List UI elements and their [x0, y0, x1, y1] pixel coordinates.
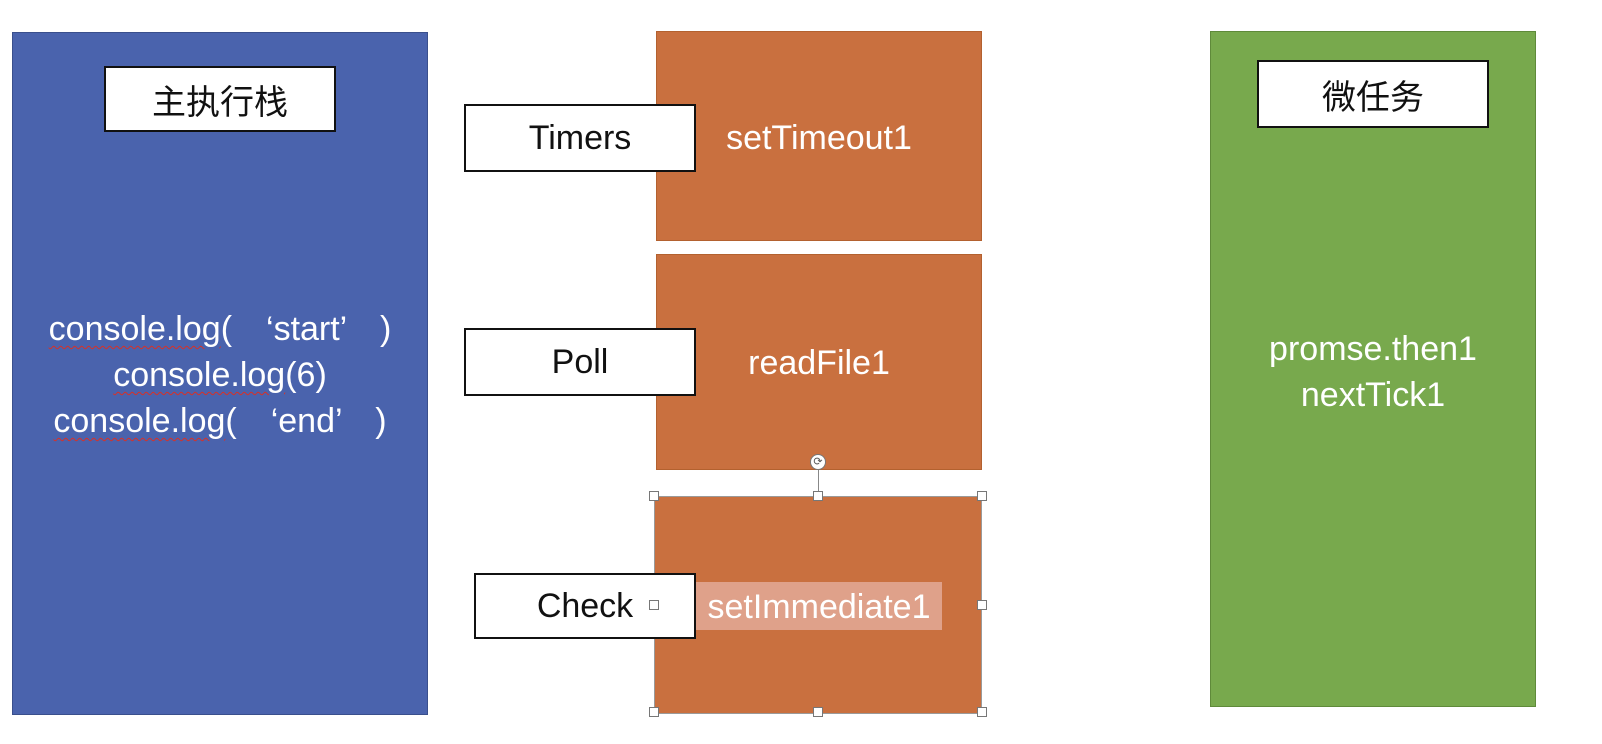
timers-phase-box [656, 31, 982, 241]
check-phase-content-highlight [696, 582, 942, 630]
code-fn: console.log [48, 310, 221, 348]
resize-handle-top-right[interactable] [977, 491, 987, 501]
resize-handle-bottom-right[interactable] [977, 707, 987, 717]
resize-handle-bottom-left[interactable] [649, 707, 659, 717]
main-stack-code: console.log( ‘start’ ) console.log(6) co… [12, 306, 428, 444]
poll-phase-content: readFile1 [748, 344, 890, 382]
resize-handle-top-middle[interactable] [813, 491, 823, 501]
code-fn: console.log [113, 356, 286, 394]
resize-handle-middle-left[interactable] [649, 600, 659, 610]
code-args: ( ‘end’ ) [225, 402, 387, 440]
resize-handle-middle-right[interactable] [977, 600, 987, 610]
microtask-list: promse.then1 nextTick1 [1210, 326, 1536, 418]
code-line: console.log(6) [12, 352, 428, 398]
rotate-handle-stem [818, 470, 819, 496]
code-line: console.log( ‘end’ ) [12, 398, 428, 444]
check-phase-content: setImmediate1 [707, 588, 931, 626]
code-args: ( ‘start’ ) [220, 310, 392, 348]
code-line: console.log( ‘start’ ) [12, 306, 428, 352]
resize-handle-top-left[interactable] [649, 491, 659, 501]
main-stack-title: 主执行栈 [104, 66, 336, 132]
timers-phase-label: Timers [464, 104, 696, 172]
check-phase-label: Check [474, 573, 696, 639]
microtask-item: promse.then1 [1269, 330, 1477, 368]
code-args: (6) [285, 356, 327, 394]
microtask-title: 微任务 [1257, 60, 1489, 128]
resize-handle-bottom-middle[interactable] [813, 707, 823, 717]
microtask-panel [1210, 31, 1536, 707]
microtask-item: nextTick1 [1300, 376, 1446, 414]
poll-phase-label: Poll [464, 328, 696, 396]
main-stack-panel [12, 32, 428, 715]
code-fn: console.log [53, 402, 226, 440]
timers-phase-content: setTimeout1 [726, 119, 912, 157]
rotate-handle-icon[interactable]: ⟳ [810, 454, 826, 470]
